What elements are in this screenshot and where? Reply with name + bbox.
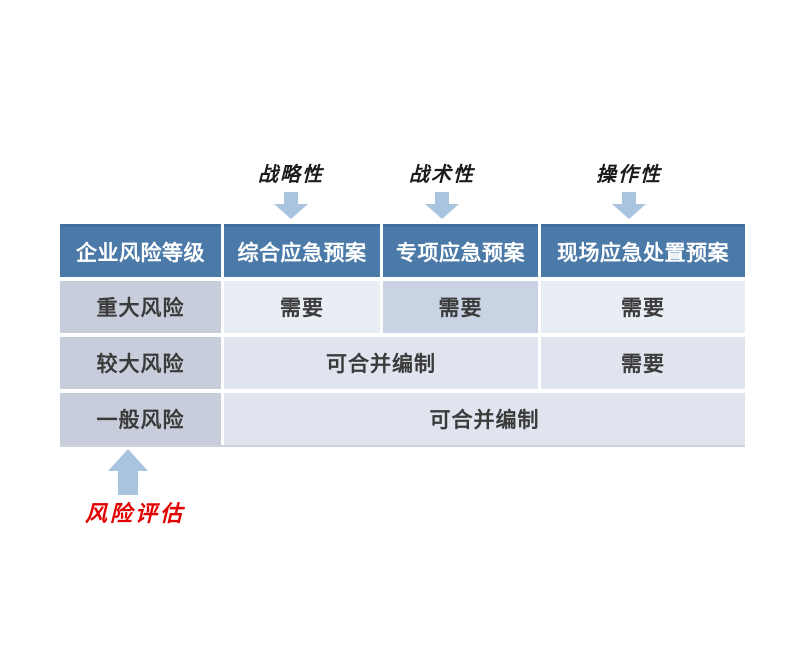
- row-major-comprehensive-value: 需要: [224, 281, 380, 333]
- header-comprehensive-plan: 综合应急预案: [224, 224, 380, 277]
- row-general-risk-level: 一般风险: [60, 393, 221, 445]
- down-arrow-icon: [274, 192, 308, 219]
- header-onsite-plan: 现场应急处置预案: [541, 224, 745, 277]
- header-special-plan: 专项应急预案: [383, 224, 538, 277]
- row-major-special-value: 需要: [383, 281, 538, 333]
- annotation-operational: 操作性: [596, 164, 662, 186]
- down-arrow-icon: [425, 192, 459, 219]
- row-larger-merged-value: 可合并编制: [224, 337, 538, 389]
- row-larger-risk-level: 较大风险: [60, 337, 221, 389]
- row-general-merged-value: 可合并编制: [224, 393, 745, 445]
- row-larger-onsite-value: 需要: [541, 337, 745, 389]
- annotation-tactical: 战术性: [409, 164, 475, 186]
- row-major-onsite-value: 需要: [541, 281, 745, 333]
- annotation-strategic: 战略性: [258, 164, 324, 186]
- risk-plan-table: 企业风险等级 综合应急预案 专项应急预案 现场应急处置预案 重大风险 需要 需要…: [60, 224, 745, 447]
- up-arrow-icon: [108, 449, 148, 495]
- risk-assessment-label: 风险评估: [84, 501, 185, 526]
- header-risk-level: 企业风险等级: [60, 224, 221, 277]
- row-major-risk-level: 重大风险: [60, 281, 221, 333]
- down-arrow-icon: [612, 192, 646, 219]
